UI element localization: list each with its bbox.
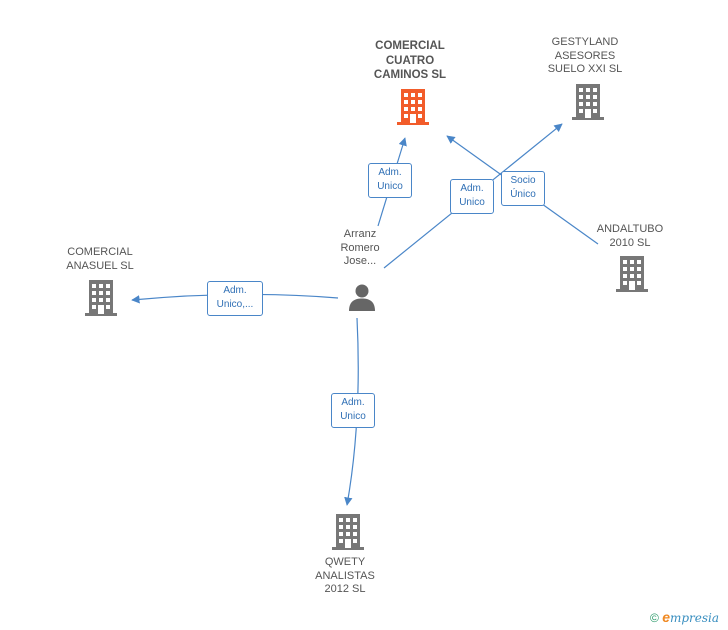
- building-icon[interactable]: [332, 514, 364, 550]
- relation-label-socio-unico[interactable]: Socio Único: [501, 171, 545, 206]
- building-icon[interactable]: [572, 84, 604, 120]
- building-icon[interactable]: [85, 280, 117, 316]
- copyright-symbol: ©: [650, 611, 659, 625]
- relation-label-adm-unico[interactable]: Adm. Unico: [331, 393, 375, 428]
- building-icon[interactable]: [397, 89, 429, 125]
- company-name-andaltubo[interactable]: ANDALTUBO 2010 SL: [596, 223, 664, 249]
- company-name-comercial-anasuel[interactable]: COMERCIAL ANASUEL SL: [66, 246, 134, 272]
- company-name-comercial-cuatro-caminos[interactable]: COMERCIAL CUATRO CAMINOS SL: [373, 40, 447, 81]
- relation-label-adm-unico-more[interactable]: Adm. Unico,...: [207, 281, 263, 316]
- empresia-footer: © empresia: [650, 609, 719, 625]
- company-name-gestyland[interactable]: GESTYLAND ASESORES SUELO XXI SL: [547, 36, 623, 75]
- person-name[interactable]: Arranz Romero Jose...: [340, 228, 380, 267]
- company-name-qwety-analistas[interactable]: QWETY ANALISTAS 2012 SL: [315, 556, 375, 595]
- relation-label-adm-unico[interactable]: Adm. Unico: [368, 163, 412, 198]
- empresia-logo-initial: e: [662, 609, 670, 625]
- relation-label-adm-unico[interactable]: Adm. Unico: [450, 179, 494, 214]
- building-icon[interactable]: [616, 256, 648, 292]
- person-icon[interactable]: [347, 282, 377, 312]
- empresia-logo-text: mpresia: [669, 611, 720, 625]
